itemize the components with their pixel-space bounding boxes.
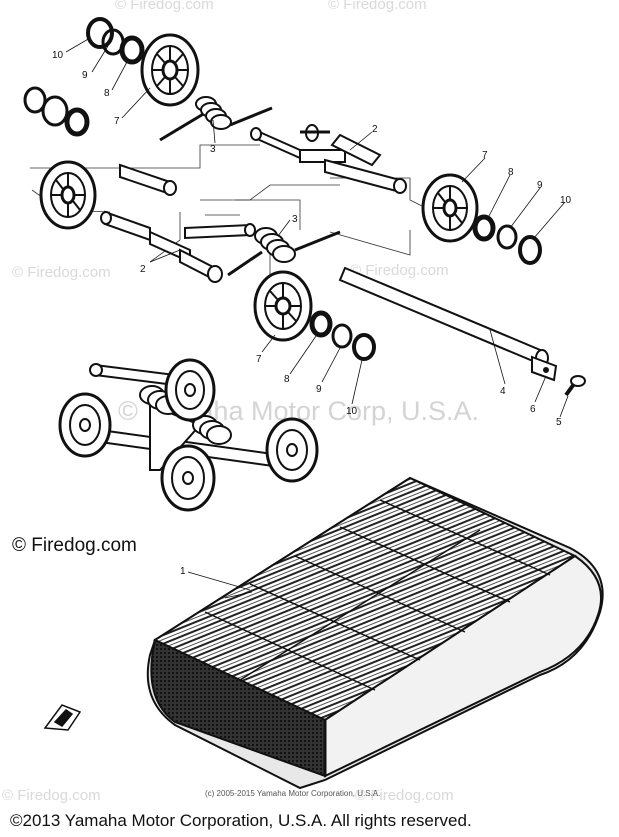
watermark-bottom-right: © Firedog.com xyxy=(355,787,454,804)
callout-2: 2 xyxy=(140,264,146,275)
exploded-guide-lines xyxy=(30,144,431,290)
bogie-wheel-icon xyxy=(164,358,216,422)
callout-1: 1 xyxy=(180,566,186,577)
assembled-suspension-bogie xyxy=(58,358,319,512)
bearing-icon xyxy=(309,310,333,338)
watermark-mid-center: © Firedog.com xyxy=(350,262,449,279)
footer-copyright: ©2013 Yamaha Motor Corporation, U.S.A. A… xyxy=(10,811,472,830)
washer-icon xyxy=(331,323,353,349)
bogie-wheel-icon xyxy=(160,444,216,512)
callout-9: 9 xyxy=(537,180,543,191)
torsion-spring-icon xyxy=(227,227,341,277)
washer-icon xyxy=(41,95,69,127)
callout-3: 3 xyxy=(210,144,216,155)
watermark-bottom-left: © Firedog.com xyxy=(2,787,101,804)
callout-3: 3 xyxy=(292,214,298,225)
torsion-spring-icon xyxy=(139,385,232,445)
bearing-icon xyxy=(119,35,145,65)
snap-ring-icon xyxy=(352,333,376,361)
firedog-brand-label: © Firedog.com xyxy=(12,535,137,556)
callout-8: 8 xyxy=(104,88,110,99)
right-wheel-cluster xyxy=(421,173,542,265)
callout-10: 10 xyxy=(346,406,358,417)
bearing-icon xyxy=(64,107,90,137)
callout-9: 9 xyxy=(316,384,322,395)
callout-labels: 10 9 8 7 3 2 7 8 9 10 2 3 7 8 9 10 4 6 5… xyxy=(52,50,572,577)
callout-7: 7 xyxy=(256,354,262,365)
bogie-wheel-icon xyxy=(58,392,112,458)
callout-9: 9 xyxy=(82,70,88,81)
middle-wheel-cluster xyxy=(253,270,376,361)
bearing-icon xyxy=(472,214,496,242)
callout-7: 7 xyxy=(114,116,120,127)
callout-leaders xyxy=(65,37,569,599)
bolt-icon xyxy=(564,375,586,397)
snap-ring-icon xyxy=(518,235,542,265)
callout-2: 2 xyxy=(372,124,378,135)
callout-8: 8 xyxy=(284,374,290,385)
drive-track xyxy=(146,476,604,790)
upper-suspension-arms xyxy=(119,96,407,196)
front-direction-symbol xyxy=(43,704,82,731)
callout-6: 6 xyxy=(530,404,536,415)
small-copyright: (c) 2005-2015 Yamaha Motor Corporation, … xyxy=(205,789,381,798)
washer-icon xyxy=(496,224,518,250)
callout-7: 7 xyxy=(482,150,488,161)
callout-5: 5 xyxy=(556,417,562,428)
callout-10: 10 xyxy=(560,195,572,206)
torsion-spring-icon xyxy=(159,96,273,142)
bogie-wheel-icon xyxy=(265,417,319,483)
top-left-wheel-cluster xyxy=(23,17,200,230)
watermark-top-center: © Firedog.com xyxy=(115,0,214,13)
callout-4: 4 xyxy=(500,386,506,397)
snap-ring-icon xyxy=(86,17,114,49)
callout-10: 10 xyxy=(52,50,64,61)
callout-8: 8 xyxy=(508,167,514,178)
watermark-mid-left: © Firedog.com xyxy=(12,264,111,281)
middle-suspension-arms xyxy=(100,210,341,283)
snap-ring-icon xyxy=(23,86,47,114)
long-axle xyxy=(338,266,586,397)
watermark-top-right: © Firedog.com xyxy=(328,0,427,13)
